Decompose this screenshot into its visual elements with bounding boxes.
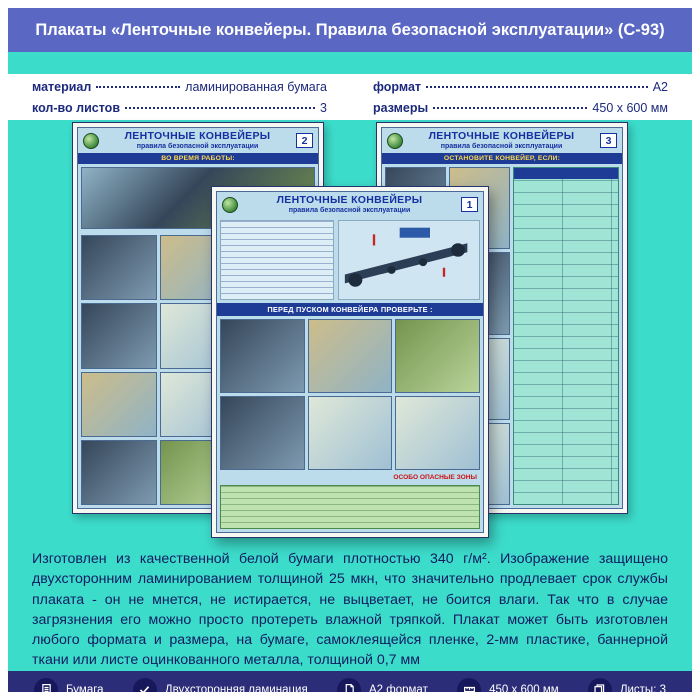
feature-badge-label: Бумага [66,683,104,692]
specs-left-column: материал ламинированная бумага кол-во ли… [32,80,327,115]
spacer [8,52,692,74]
poster-subtitle: правила безопасной эксплуатации [288,206,411,214]
poster-subtitle: правила безопасной эксплуатации [136,142,259,150]
paper-icon [41,684,51,692]
poster-section-heading: ВО ВРЕМЯ РАБОТЫ: [78,153,318,165]
faults-table-illustration [512,167,619,505]
conveyor-diagram-icon [344,227,468,287]
feature-badge-paper: Бумага [34,677,104,692]
illustration-thumbnail [81,439,157,505]
feature-badge-label: А2 формат [369,683,428,692]
dotted-leader [96,85,181,88]
intro-text-block [220,220,334,301]
poster-header: ЛЕНТОЧНЫЕ КОНВЕЙЕРЫ правила безопасной э… [217,192,483,217]
spec-format-value: А2 [652,79,668,94]
poster-title: ЛЕНТОЧНЫЕ КОНВЕЙЕРЫ [124,130,271,142]
poster-section-heading: ОСТАНОВИТЕ КОНВЕЙЕР, ЕСЛИ: [382,153,622,165]
poster-header: ЛЕНТОЧНЫЕ КОНВЕЙЕРЫ правила безопасной э… [78,128,318,153]
poster-section-heading: ПЕРЕД ПУСКОМ КОНВЕЙЕРА ПРОВЕРЬТЕ : [217,303,483,317]
size-icon [463,687,475,692]
illustration-thumbnail [81,303,157,369]
dotted-leader [125,106,316,109]
safety-logo-icon [222,196,238,213]
danger-zones-label: ОСОБО ОПАСНЫЕ ЗОНЫ [393,474,477,481]
spec-size-value: 450 х 600 мм [592,100,668,115]
poster-sheet-1: ЛЕНТОЧНЫЕ КОНВЕЙЕРЫ правила безопасной э… [211,186,489,538]
poster-number-badge: 2 [296,133,313,149]
rules-text-panel [220,485,480,529]
poster-title: ЛЕНТОЧНЫЕ КОНВЕЙЕРЫ [428,130,575,142]
illustration-grid [217,316,483,473]
spec-sheets-value: 3 [320,100,327,115]
safety-logo-icon [387,132,403,149]
poster-gallery: ЛЕНТОЧНЫЕ КОНВЕЙЕРЫ правила безопасной э… [8,120,692,540]
feature-badge-label: Листы: 3 [619,683,666,692]
illustration-thumbnail [307,396,393,470]
poster-title: ЛЕНТОЧНЫЕ КОНВЕЙЕРЫ [276,194,423,206]
spec-size: размеры 450 х 600 мм [373,101,668,115]
spec-sheets: кол-во листов 3 [32,101,327,115]
illustration-thumbnail [220,319,305,394]
dotted-leader [433,106,588,109]
poster-header: ЛЕНТОЧНЫЕ КОНВЕЙЕРЫ правила безопасной э… [382,128,622,153]
poster-number-badge: 1 [461,197,478,213]
format-icon [345,684,354,692]
feature-badge-format: А2 формат [337,677,428,692]
spec-size-label: размеры [373,100,429,115]
dotted-leader [426,85,648,88]
safety-logo-icon [83,132,99,149]
product-card: Плакаты «Ленточные конвейеры. Правила бе… [8,8,692,692]
feature-badge-label: 450 х 600 мм [489,683,559,692]
features-footer: Бумага Двухсторонняя ламинация А2 формат [8,670,692,692]
spec-sheets-label: кол-во листов [32,100,121,115]
specs-right-column: формат А2 размеры 450 х 600 мм [373,80,668,115]
illustration-thumbnail [307,319,393,394]
feature-badge-lamination: Двухсторонняя ламинация [132,677,308,692]
feature-badge-label: Двухсторонняя ламинация [164,683,308,692]
illustration-thumbnail [395,396,480,470]
page-title: Плакаты «Ленточные конвейеры. Правила бе… [8,8,692,52]
specs-strip: материал ламинированная бумага кол-во ли… [8,74,692,120]
illustration-thumbnail [81,235,157,301]
conveyor-diagram-illustration [338,220,480,301]
spec-format: формат А2 [373,80,668,94]
feature-badge-sheets: Листы: 3 [587,677,666,692]
illustration-thumbnail [81,371,157,437]
poster-subtitle: правила безопасной эксплуатации [440,142,563,150]
spec-material-value: ламинированная бумага [185,79,327,94]
lamination-icon [140,686,150,692]
spec-material: материал ламинированная бумага [32,80,327,94]
poster-number-badge: 3 [600,133,617,149]
illustration-thumbnail [395,319,480,394]
illustration-thumbnail [220,396,305,470]
feature-badge-size: 450 х 600 мм [457,677,559,692]
spec-format-label: формат [373,79,422,94]
sheets-icon [594,684,605,692]
product-description: Изготовлен из качественной белой бумаги … [32,551,668,669]
spec-material-label: материал [32,79,92,94]
